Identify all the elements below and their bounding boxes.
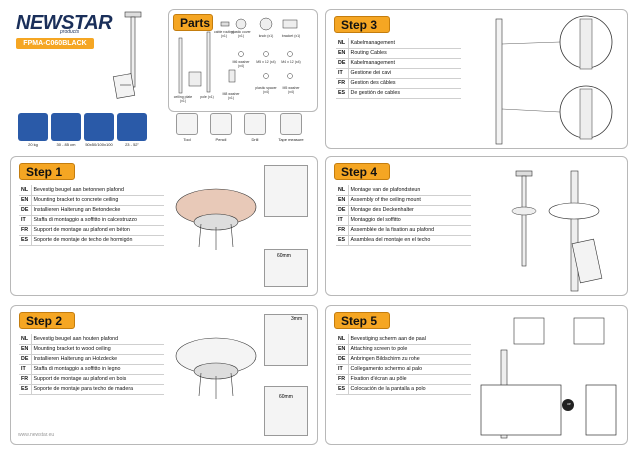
part-label: cable routing (x1) [213, 30, 235, 38]
height-spec-icon [51, 113, 81, 141]
part-label: ceiling plate (x1) [173, 95, 193, 103]
height-spec-label: 30 - 85 cm [56, 142, 76, 147]
step4-illustration [511, 170, 603, 292]
drill-icon [244, 113, 266, 135]
part-label: plastic cover (x1) [231, 30, 251, 38]
tool-icon [176, 113, 198, 135]
step1-depth-box [264, 249, 308, 287]
part-label: M6 washer (x4) [232, 60, 250, 68]
vesa-spec-icon [84, 113, 114, 141]
brand-logo: NEWSTAR [16, 12, 113, 34]
parts-title: Parts [173, 14, 213, 31]
step2-illustration [175, 337, 257, 399]
product-illustration [112, 11, 142, 99]
pencil-label: Pencil [215, 137, 227, 142]
tape-measure-label: Tape measure [278, 137, 304, 142]
vesa-spec-label: 50x50/100x100 [85, 142, 113, 147]
weight-spec-icon [18, 113, 48, 141]
screen-size-spec-icon [117, 113, 147, 141]
part-label: M8 washer (x1) [222, 92, 240, 100]
part-label: pole (x1) [200, 95, 214, 99]
step1-illustration [175, 188, 257, 250]
pencil-icon [210, 113, 232, 135]
part-label: M5 washer (x4) [282, 86, 300, 94]
step1-title: Step 1 [19, 163, 75, 180]
part-label: M4 x 12 (x4) [281, 60, 301, 64]
drill-label: Drill [251, 137, 259, 142]
tape-measure-icon [280, 113, 302, 135]
step5-title: Step 5 [334, 312, 390, 329]
step2-drill-box [264, 314, 308, 366]
part-label: plastic spacer (x4) [255, 86, 277, 94]
step5-or-badge: or [567, 401, 571, 406]
step2-depth-box [264, 386, 308, 436]
step1-measure: 60mm [277, 253, 291, 259]
step2-title: Step 2 [19, 312, 75, 329]
part-label: bracket (x1) [281, 34, 301, 38]
screen-size-spec-label: 23 - 52" [125, 142, 139, 147]
tool-label: Tool [183, 137, 191, 142]
step2-measure: 60mm [279, 394, 293, 400]
weight-spec-label: 20 kg [28, 142, 38, 147]
step3-title: Step 3 [334, 16, 390, 33]
parts-panel: Parts cable routing (x1) plastic cover (… [168, 9, 318, 112]
step5-illustration [480, 317, 617, 439]
part-label: M5 x 12 (x4) [256, 60, 276, 64]
step4-title: Step 4 [334, 163, 390, 180]
step2-drill-size: 3mm [291, 316, 303, 322]
brand-sub: products [60, 29, 80, 35]
parts-illustration [178, 17, 298, 94]
step3-illustration [495, 15, 613, 145]
model-badge: FPMA-C060BLACK [16, 38, 94, 49]
part-label: knob (x1) [258, 34, 274, 38]
website-link[interactable]: www.newstar.eu [18, 432, 55, 438]
step1-drill-box [264, 165, 308, 217]
